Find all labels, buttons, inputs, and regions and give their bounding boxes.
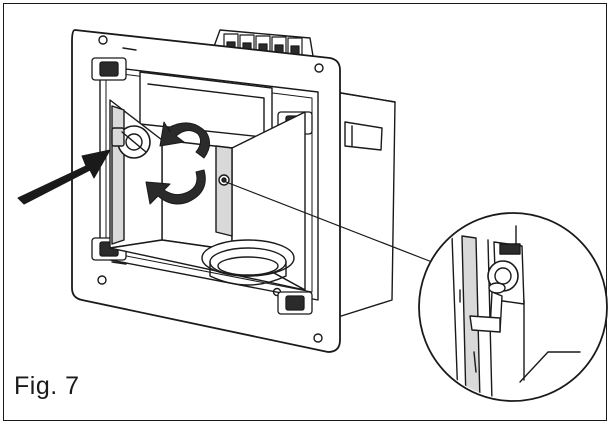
rotate-arrow-icon xyxy=(145,121,210,205)
corner-brackets xyxy=(91,57,313,315)
leader-line xyxy=(225,181,433,263)
magnifier-detail-circle xyxy=(418,212,608,402)
figure-caption: Fig. 7 xyxy=(14,372,80,400)
cam-latch xyxy=(111,125,151,159)
push-arrow-icon xyxy=(17,149,111,205)
